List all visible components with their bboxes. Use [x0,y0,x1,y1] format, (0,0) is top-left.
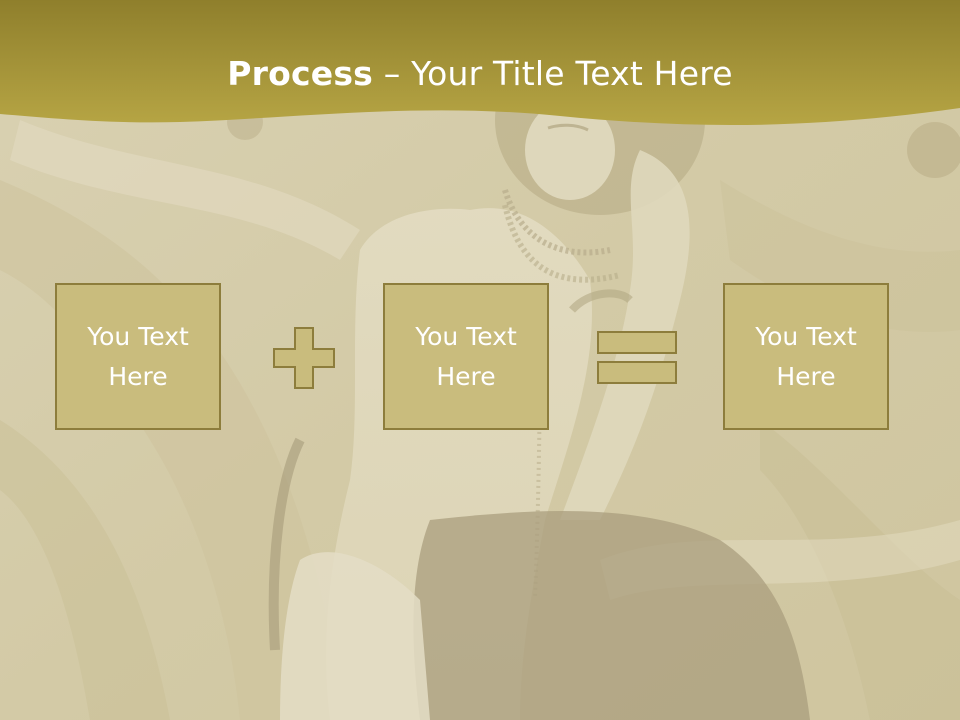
plus-icon [273,327,335,389]
title-bold: Process [227,54,374,93]
process-box-3-text: You Text Here [755,321,857,391]
process-box-1-text: You Text Here [87,321,189,391]
header-band [0,0,960,126]
slide-title: Process – Your Title Text Here [0,54,960,93]
process-box-2-text: You Text Here [415,321,517,391]
title-rest: – Your Title Text Here [373,54,733,93]
process-box-1[interactable]: You Text Here [55,283,221,430]
process-box-3[interactable]: You Text Here [723,283,889,430]
process-box-2[interactable]: You Text Here [383,283,549,430]
equals-icon [597,331,677,384]
